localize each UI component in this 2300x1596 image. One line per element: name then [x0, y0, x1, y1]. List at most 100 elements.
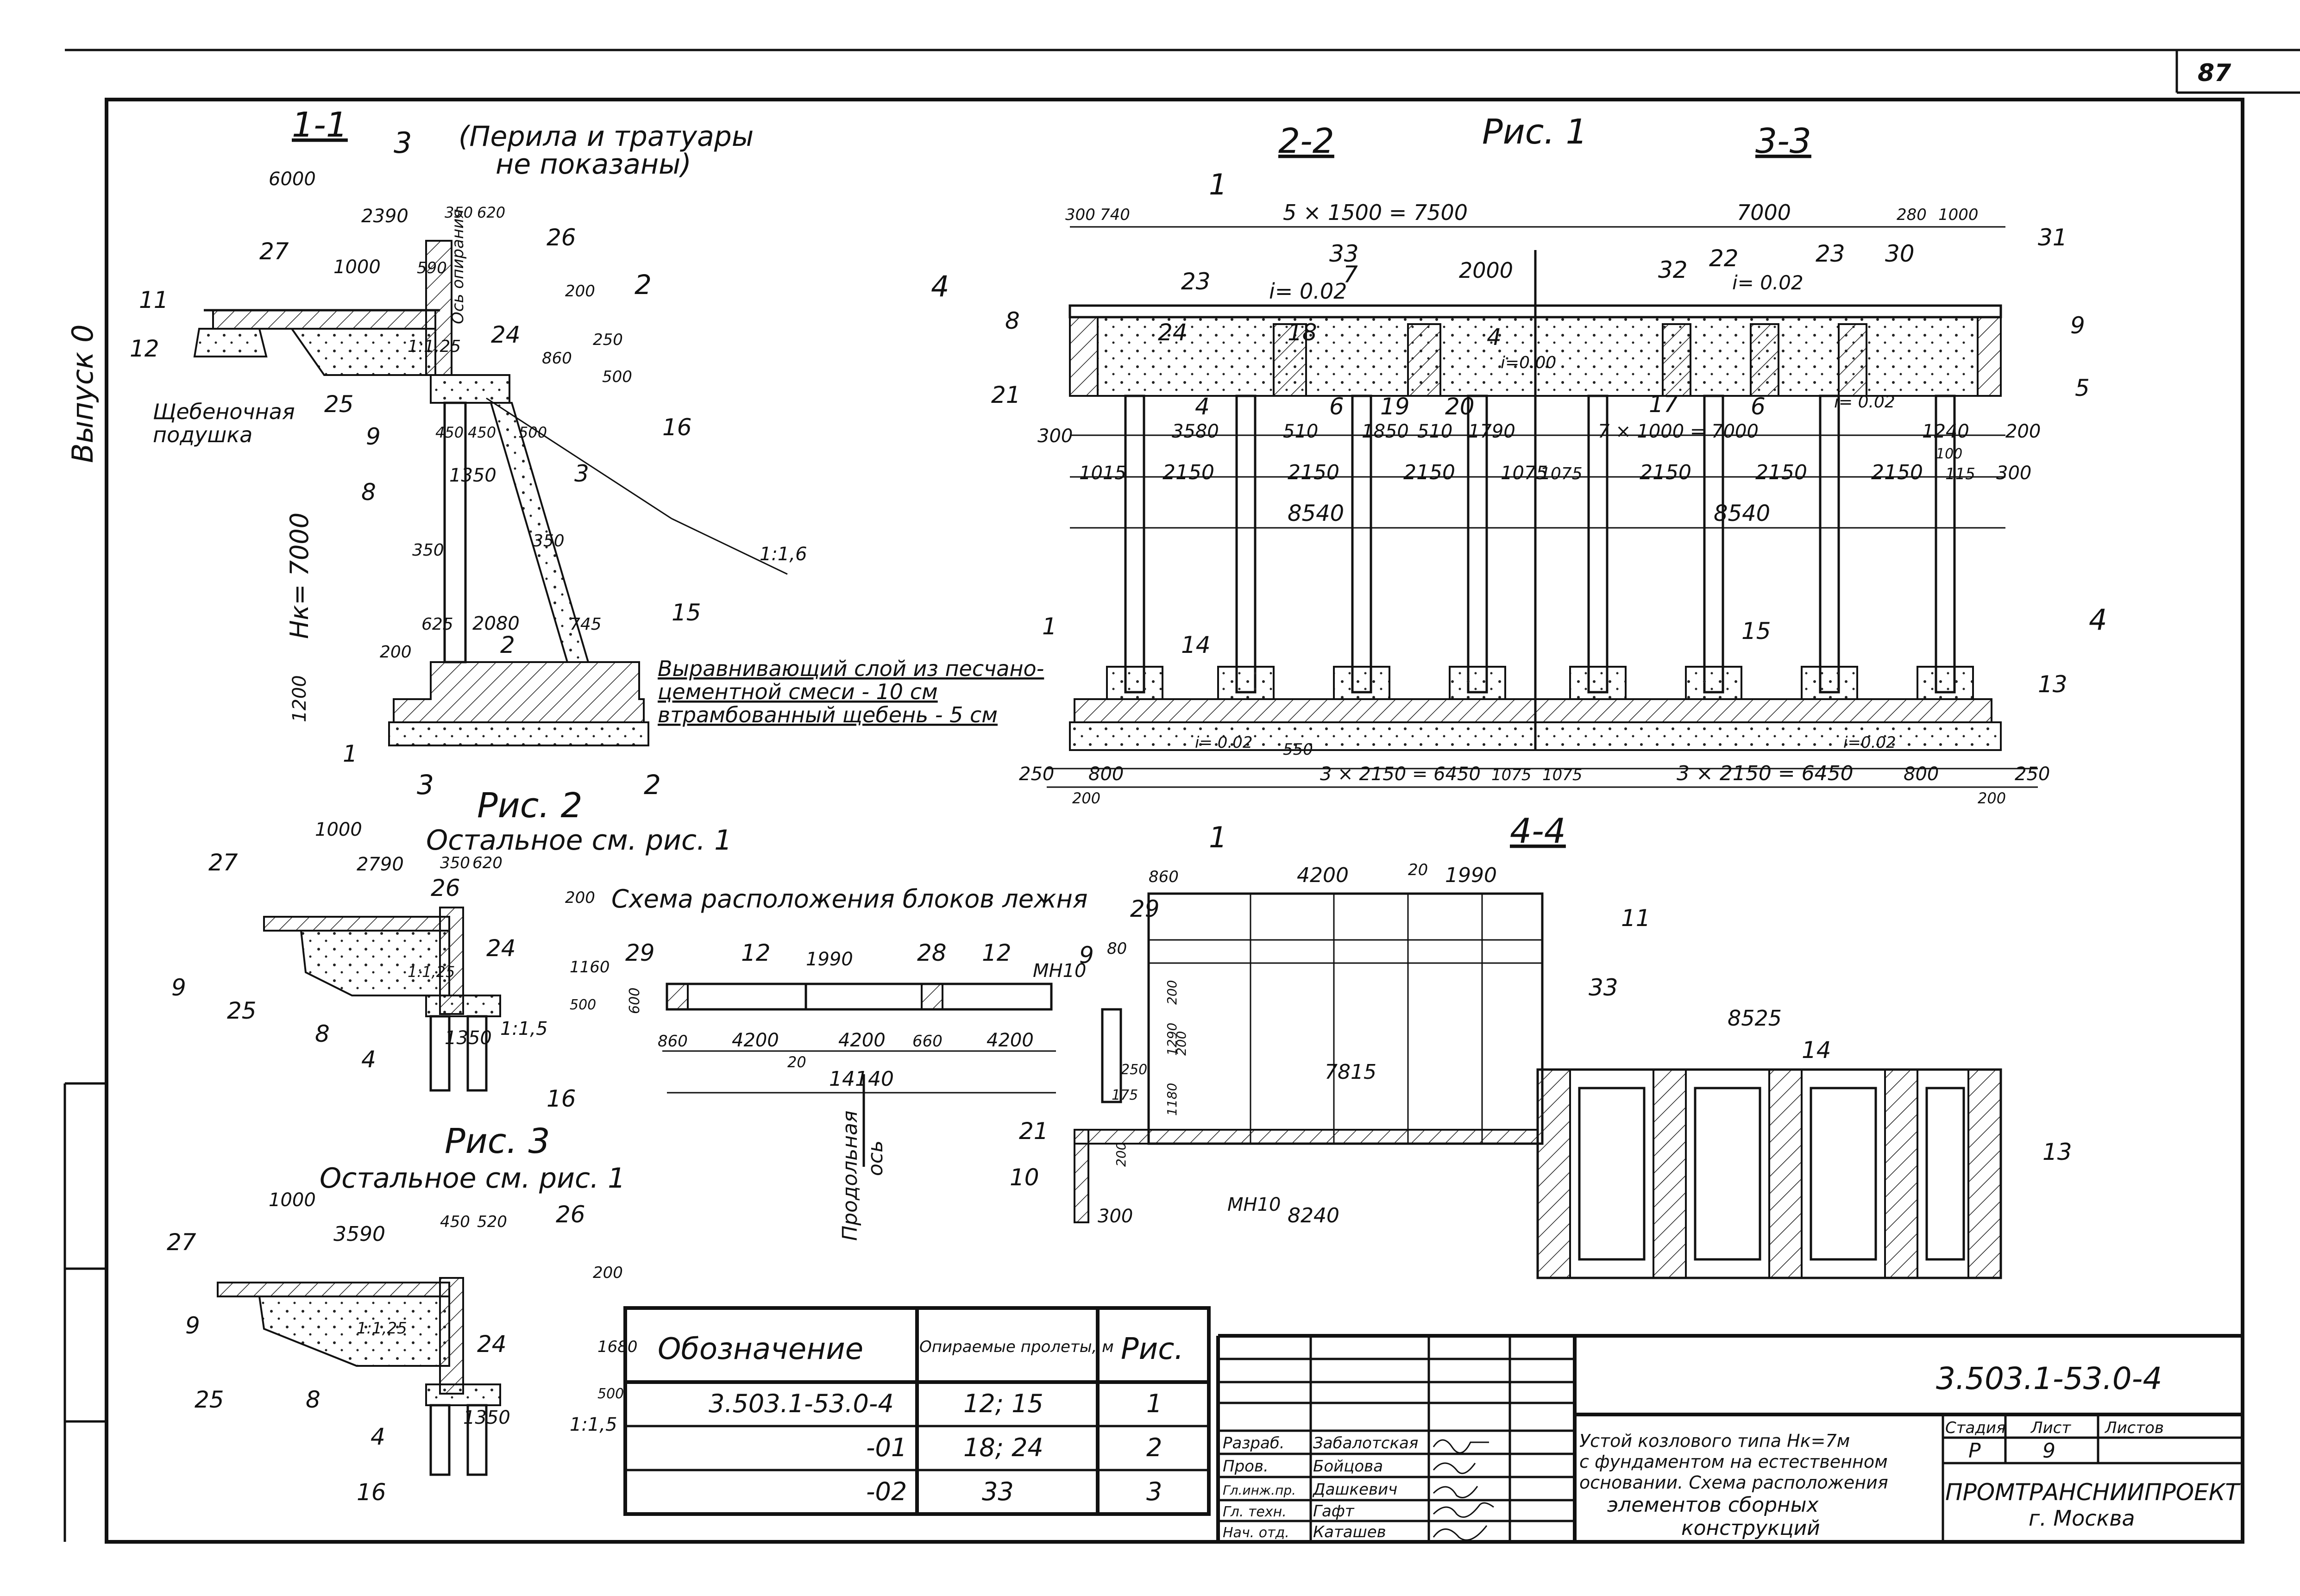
stamp-role-5: Нач. отд. — [1223, 1525, 1289, 1541]
svg-text:i= 0.02: i= 0.02 — [1269, 279, 1347, 304]
stamp-sheet: 9 — [2042, 1439, 2055, 1463]
svg-text:1990: 1990 — [1445, 864, 1497, 887]
stamp-stage-header: Стадия — [1945, 1419, 2005, 1437]
stamp-role-1: Разраб. — [1223, 1434, 1285, 1452]
svg-text:200: 200 — [1164, 980, 1180, 1005]
svg-text:350: 350 — [440, 854, 470, 872]
section-mark-2-bottom: 2 — [644, 769, 661, 801]
svg-text:1290: 1290 — [1164, 1023, 1180, 1056]
designation-table — [623, 1306, 1211, 1516]
svg-text:4200: 4200 — [732, 1030, 779, 1051]
svg-text:29: 29 — [625, 939, 655, 966]
svg-text:350: 350 — [412, 541, 444, 560]
svg-text:24: 24 — [477, 1331, 507, 1358]
svg-text:2790: 2790 — [357, 854, 404, 875]
stamp-name-3: Дашкевич — [1312, 1480, 1397, 1499]
svg-text:8525: 8525 — [1728, 1006, 1782, 1031]
section-4-4-marks: 29 11 33 9 21 10 14 13 — [1010, 895, 2072, 1191]
svg-text:32: 32 — [1658, 257, 1688, 283]
mn10-top: МН10 — [1033, 960, 1087, 982]
svg-text:175: 175 — [1112, 1087, 1138, 1103]
svg-text:16: 16 — [357, 1479, 386, 1506]
svg-text:12: 12 — [982, 939, 1012, 966]
section-1-1-note-2: не показаны) — [496, 148, 691, 181]
fig2-title: Рис. 2 — [477, 786, 583, 826]
section-mark-1-bottom: 1 — [1209, 820, 1227, 854]
svg-text:2080: 2080 — [472, 613, 520, 634]
svg-text:745: 745 — [570, 615, 602, 634]
fig3-title: Рис. 3 — [445, 1121, 550, 1161]
svg-text:80: 80 — [1107, 939, 1127, 958]
table-r3-c3: 3 — [1146, 1477, 1162, 1506]
svg-text:200: 200 — [565, 282, 595, 300]
svg-text:1240: 1240 — [1922, 421, 1969, 442]
svg-text:250: 250 — [2015, 764, 2050, 785]
svg-text:6000: 6000 — [269, 169, 316, 190]
section-1-1 — [193, 240, 788, 746]
vypusk-label: Выпуск 0 — [66, 325, 100, 463]
signatures — [1433, 1439, 1494, 1541]
svg-text:6: 6 — [1329, 393, 1344, 420]
svg-text:1000: 1000 — [333, 257, 381, 278]
section-2-2-3-3 — [1047, 226, 2038, 788]
svg-text:1000: 1000 — [269, 1189, 316, 1211]
svg-text:28: 28 — [917, 939, 947, 966]
svg-text:20: 20 — [1445, 393, 1475, 420]
slope-11: 1:1,25 — [408, 337, 461, 356]
hk-label: Нк= 7000 — [285, 513, 314, 639]
svg-text:27: 27 — [167, 1229, 196, 1256]
svg-text:26: 26 — [431, 875, 460, 901]
section-4-4-dims: 860 4200 20 1990 80 200 1290 200 1180 25… — [1098, 861, 1782, 1227]
svg-text:500: 500 — [602, 368, 632, 386]
svg-text:4200: 4200 — [987, 1030, 1034, 1051]
svg-text:500: 500 — [519, 424, 547, 441]
stamp-role-4: Гл. техн. — [1223, 1504, 1287, 1520]
svg-text:27: 27 — [208, 849, 238, 876]
svg-text:4200: 4200 — [1297, 864, 1349, 887]
section-1-1-title: 1-1 — [292, 105, 348, 145]
levelling-1: Выравнивающий слой из песчано- — [658, 656, 1044, 681]
svg-text:1000: 1000 — [1938, 206, 1979, 224]
svg-text:300: 300 — [1037, 426, 1073, 447]
fig2-drawing — [263, 907, 501, 1092]
svg-text:1350: 1350 — [445, 1027, 492, 1049]
svg-text:2150: 2150 — [1755, 461, 1807, 484]
svg-text:14140: 14140 — [829, 1067, 894, 1091]
svg-text:500: 500 — [570, 997, 596, 1013]
svg-text:7815: 7815 — [1325, 1060, 1376, 1084]
svg-text:200: 200 — [1113, 1142, 1129, 1167]
svg-text:30: 30 — [1885, 240, 1915, 267]
sheet-frame — [63, 49, 2300, 1544]
svg-text:3: 3 — [574, 460, 589, 487]
svg-text:450: 450 — [440, 1213, 470, 1231]
svg-text:5 × 1500 = 7500: 5 × 1500 = 7500 — [1283, 200, 1468, 225]
svg-text:13: 13 — [2038, 671, 2067, 698]
section-1-1-dims: 6000 2390 350 620 1000 590 200 860 250 5… — [269, 169, 632, 722]
svg-text:33: 33 — [1329, 240, 1359, 267]
svg-text:740: 740 — [1100, 206, 1130, 224]
svg-text:250: 250 — [593, 331, 623, 349]
svg-text:8: 8 — [1005, 307, 1020, 334]
svg-text:200: 200 — [1174, 1031, 1189, 1056]
svg-text:1790: 1790 — [1468, 421, 1515, 442]
stamp-sheet-header: Лист — [2030, 1419, 2071, 1437]
svg-text:200: 200 — [1978, 789, 2006, 807]
svg-text:4200: 4200 — [838, 1030, 886, 1051]
section-2-2-marks: 8 21 23 24 18 33 7 4 6 19 20 4 1 14 — [991, 240, 1502, 658]
svg-text:9: 9 — [366, 423, 381, 450]
section-mark-4-right: 4 — [2089, 603, 2107, 637]
section-2-2-title: 2-2 — [1278, 121, 1334, 161]
stamp-desc-4: элементов сборных — [1607, 1493, 1819, 1517]
svg-text:4: 4 — [1487, 324, 1502, 350]
svg-text:18: 18 — [1288, 319, 1317, 346]
svg-text:600: 600 — [627, 988, 643, 1014]
svg-text:7 × 1000 = 7000: 7 × 1000 = 7000 — [1598, 421, 1759, 442]
fig3-slope-2: 1:1,5 — [570, 1414, 617, 1435]
svg-text:7000: 7000 — [1737, 200, 1791, 225]
pile-caps — [1106, 666, 1974, 700]
svg-text:1200: 1200 — [289, 675, 310, 722]
svg-text:11: 11 — [1621, 905, 1651, 932]
svg-text:3590: 3590 — [333, 1222, 385, 1246]
svg-text:450: 450 — [468, 424, 496, 441]
